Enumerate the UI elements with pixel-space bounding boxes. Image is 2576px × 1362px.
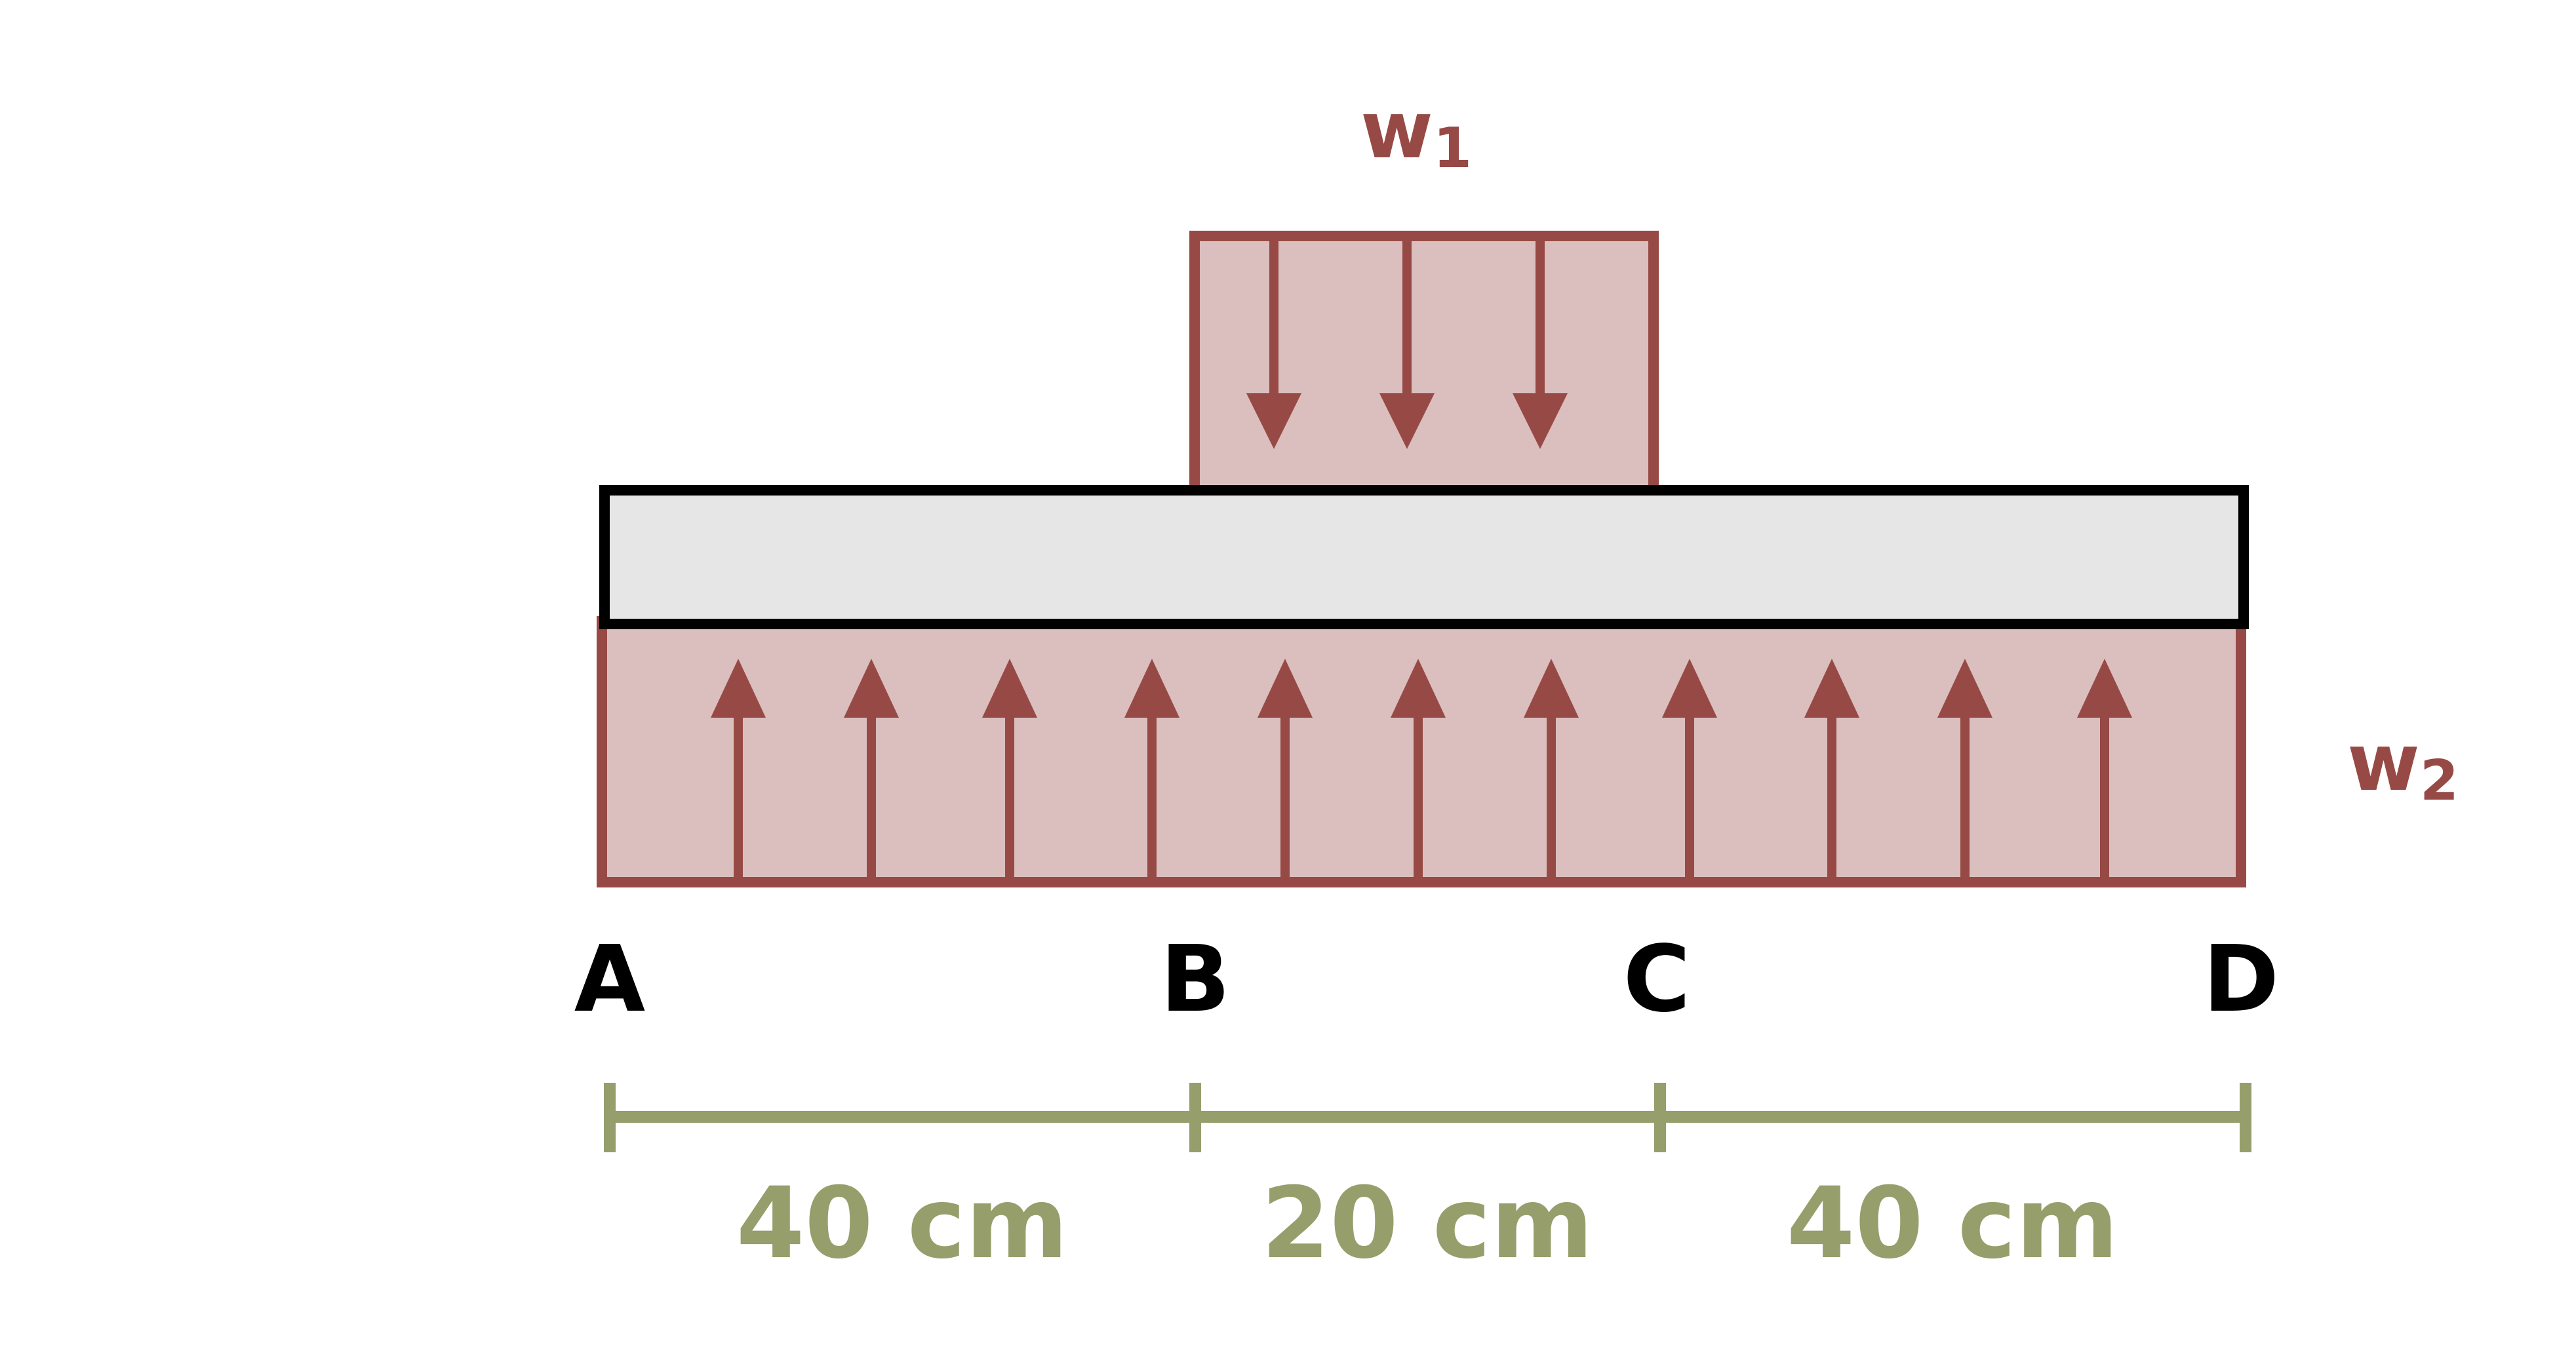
dimension-line: [604, 1083, 2251, 1152]
load-w2: w2: [597, 616, 2459, 887]
load-w2-arrow: [844, 659, 899, 877]
dimension-label-bc: 20 cm: [1261, 1167, 1593, 1281]
load-w2-arrow: [1524, 659, 1579, 877]
point-label-b: B: [1160, 926, 1231, 1033]
point-label-d: D: [2203, 926, 2279, 1033]
load-w2-arrow: [1124, 659, 1179, 877]
load-w1-block: [1189, 231, 1659, 497]
dimension-label-cd: 40 cm: [1787, 1167, 2118, 1281]
load-w2-arrow: [1391, 659, 1446, 877]
load-w2-arrow: [711, 659, 766, 877]
load-w2-label: w2: [2347, 718, 2459, 813]
load-w1-arrow: [1513, 241, 1568, 449]
point-label-c: C: [1623, 926, 1691, 1033]
load-w1-arrow: [1379, 241, 1435, 449]
load-w1-arrows: [1246, 241, 1568, 449]
load-w1-label: w1: [1360, 85, 1472, 181]
load-w1: w1: [1189, 85, 1659, 497]
beam: [599, 485, 2249, 629]
dimension-label-ab: 40 cm: [736, 1167, 1068, 1281]
load-w2-arrow: [1258, 659, 1313, 877]
load-w2-arrow: [1804, 659, 1859, 877]
load-w2-arrow: [1662, 659, 1717, 877]
load-w2-arrow: [982, 659, 1037, 877]
load-w2-arrow: [2077, 659, 2132, 877]
load-w2-arrow: [1937, 659, 1992, 877]
load-w1-arrow: [1246, 241, 1301, 449]
point-label-a: A: [574, 926, 645, 1033]
load-w2-arrows: [711, 659, 2132, 877]
